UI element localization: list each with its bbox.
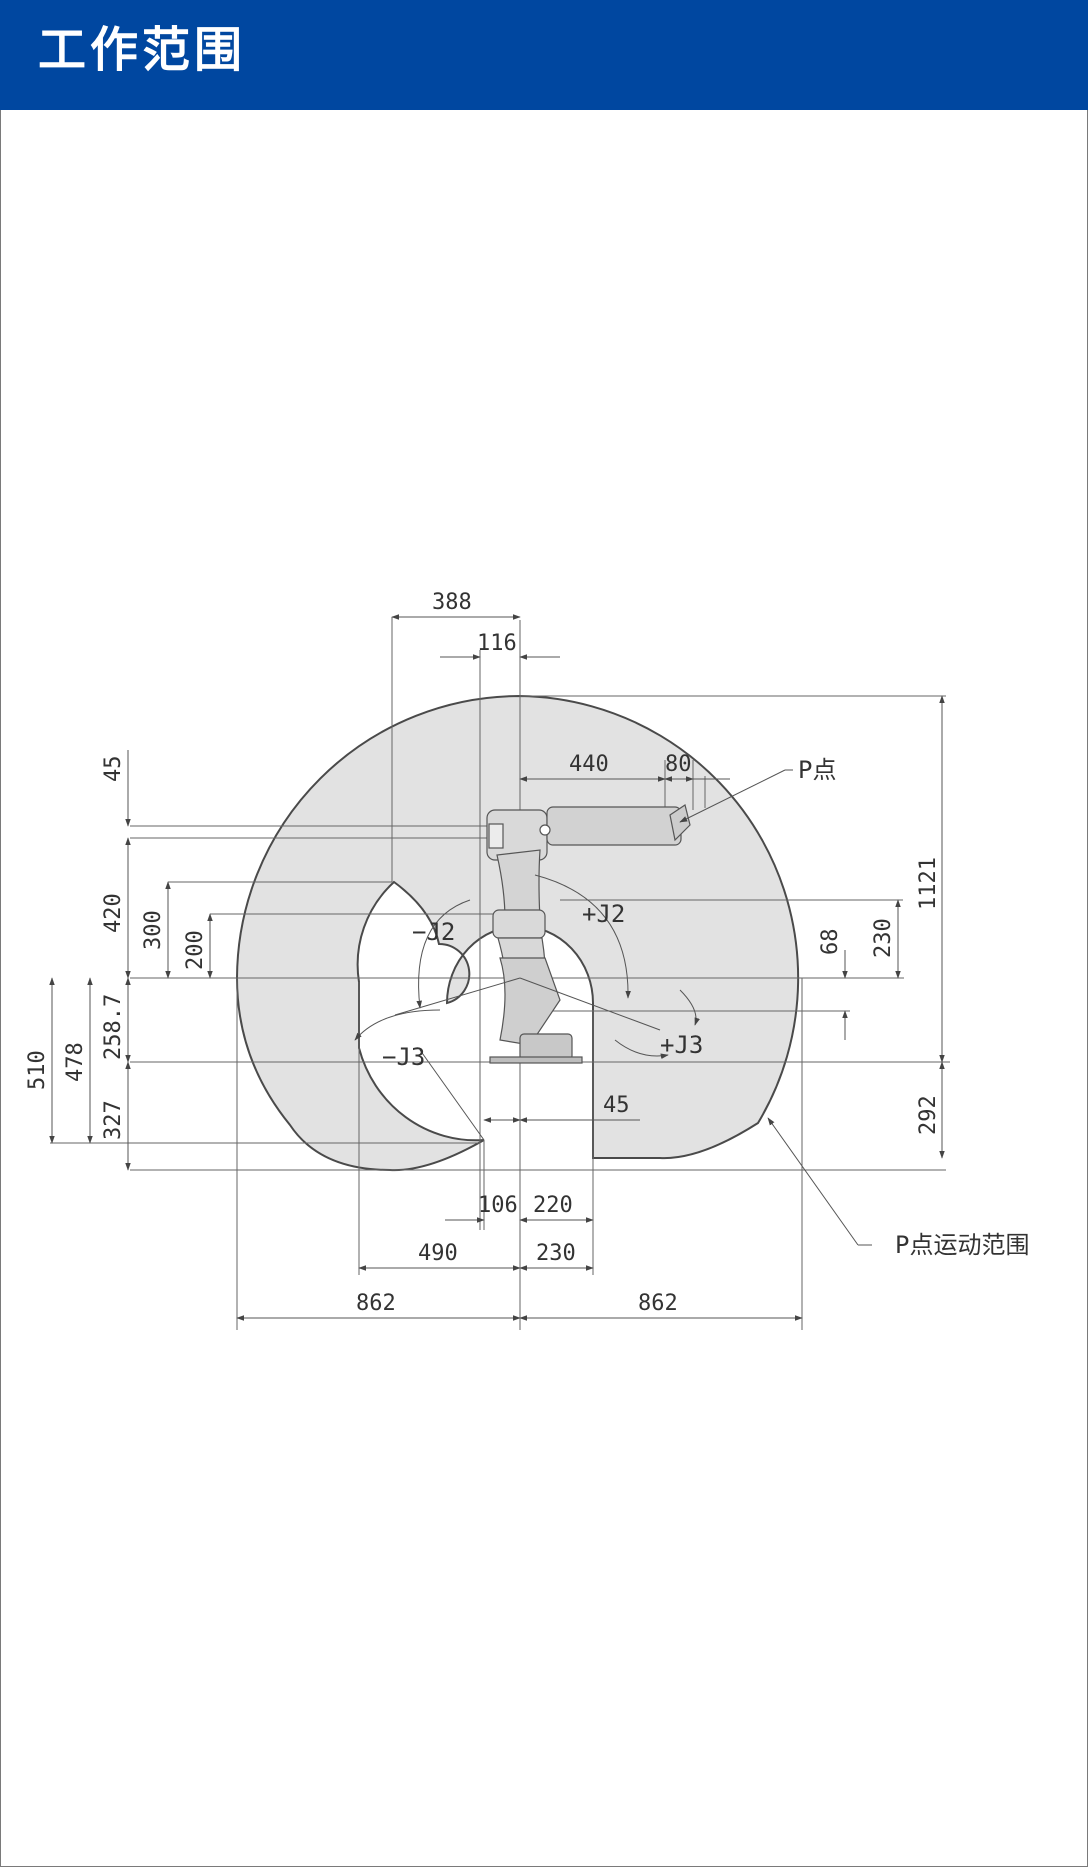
page-title: 工作范围	[38, 22, 247, 78]
dimension-values: 388 116 440 80 1121 230 68 292 45 420 30…	[25, 590, 941, 1316]
header-bar: 工作范围	[0, 0, 1088, 110]
minus-j3-label: −J3	[382, 1043, 425, 1071]
dim-478: 478	[63, 1042, 88, 1082]
plus-j3-label: +J3	[660, 1031, 703, 1059]
dim-45-top: 45	[101, 756, 126, 783]
dim-862-left: 862	[356, 1291, 396, 1316]
dim-292: 292	[916, 1095, 941, 1135]
dim-327: 327	[101, 1100, 126, 1140]
dim-116: 116	[477, 631, 517, 656]
p-range-label: P点运动范围	[895, 1231, 1029, 1259]
dim-300: 300	[141, 910, 166, 950]
dim-68: 68	[818, 929, 843, 956]
dim-230-bottom: 230	[536, 1241, 576, 1266]
dim-388: 388	[432, 590, 472, 615]
dim-440: 440	[569, 752, 609, 777]
minus-j2-label: −J2	[412, 918, 455, 946]
dim-45-bottom: 45	[603, 1093, 630, 1118]
dim-230-right: 230	[871, 918, 896, 958]
dim-220: 220	[533, 1193, 573, 1218]
dim-1121: 1121	[916, 857, 941, 910]
dim-258-7: 258.7	[101, 994, 126, 1060]
dim-490: 490	[418, 1241, 458, 1266]
dim-420: 420	[101, 893, 126, 933]
dim-862-right: 862	[638, 1291, 678, 1316]
dimension-lines	[49, 614, 945, 1321]
annotation-labels: P点 P点运动范围 +J2 −J2 +J3 −J3	[382, 756, 1029, 1259]
dim-510: 510	[25, 1050, 50, 1090]
dim-80: 80	[665, 752, 692, 777]
dim-106: 106	[478, 1193, 518, 1218]
p-point-label: P点	[798, 756, 836, 784]
dim-200: 200	[183, 930, 208, 970]
plus-j2-label: +J2	[582, 900, 625, 928]
